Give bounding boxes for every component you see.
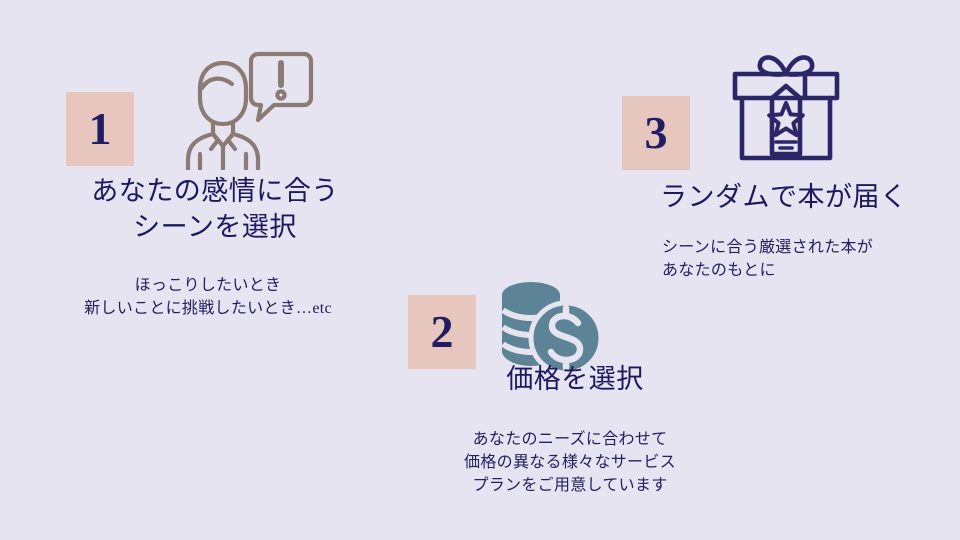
step-3-number-badge: 3 bbox=[622, 96, 690, 170]
coins-dollar-icon bbox=[494, 277, 606, 382]
step-2-subtext: あなたのニーズに合わせて 価格の異なる様々なサービス プランをご用意しています bbox=[464, 431, 676, 495]
person-speech-bubble-exclamation-icon bbox=[178, 42, 316, 175]
step-1-heading: あなたの感情に合う シーンを選択 bbox=[91, 176, 339, 242]
step-2-number: 2 bbox=[430, 306, 454, 357]
step-1-number: 1 bbox=[88, 103, 112, 154]
step-1-subtext: ほっこりしたいとき 新しいことに挑戦したいとき…etc bbox=[84, 277, 332, 318]
step-2-number-badge: 2 bbox=[408, 295, 476, 369]
step-3-subtext: シーンに合う厳選された本が あなたのもとに bbox=[662, 239, 874, 280]
step-3-number: 3 bbox=[644, 107, 668, 158]
step-2-heading: 価格を選択 bbox=[506, 364, 644, 394]
gift-box-star-tag-icon bbox=[726, 46, 848, 171]
step-1-number-badge: 1 bbox=[66, 92, 134, 166]
step-3-heading: ランダムで本が届く bbox=[660, 182, 908, 212]
